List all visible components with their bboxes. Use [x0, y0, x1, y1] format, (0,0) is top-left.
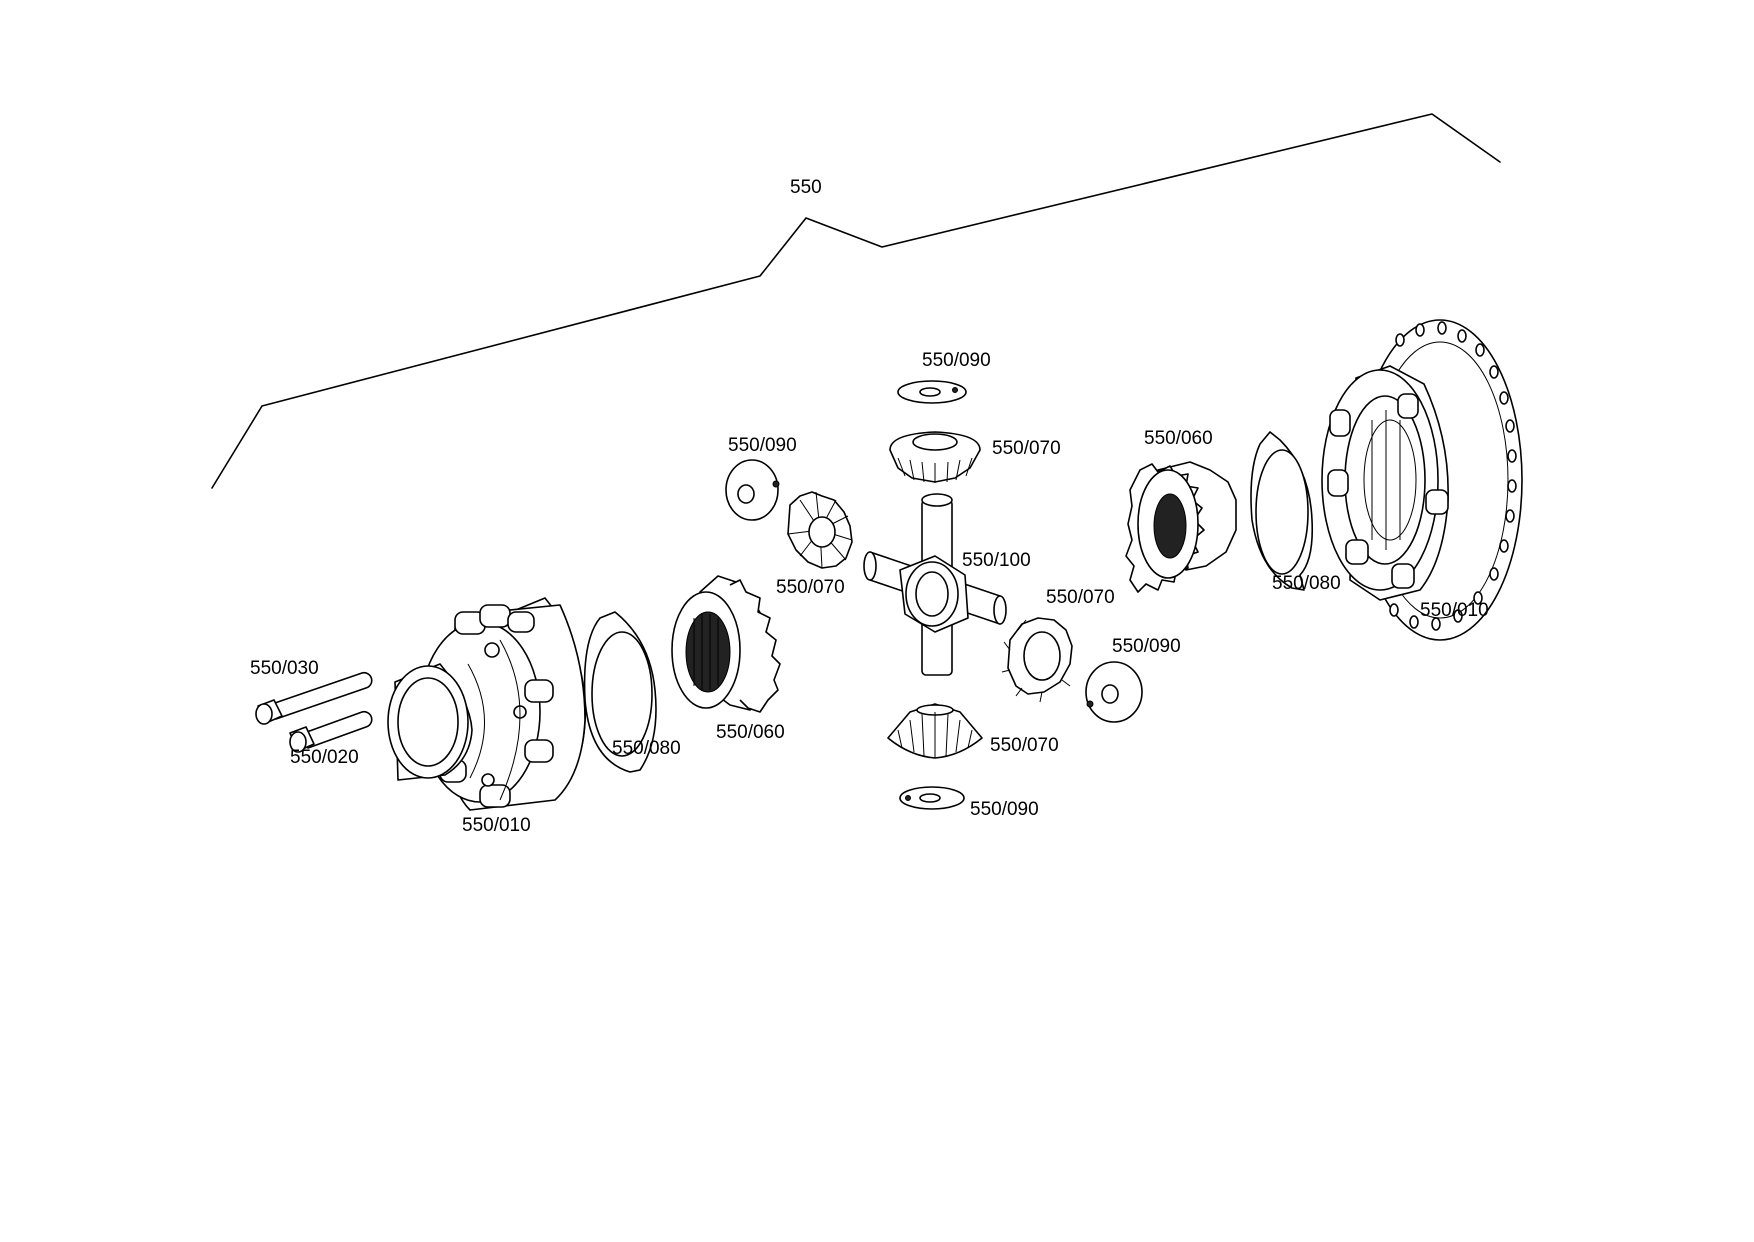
screw-550-020 — [289, 710, 373, 753]
label-550-020: 550/020 — [290, 747, 359, 768]
label-550-070-right: 550/070 — [1046, 587, 1115, 608]
pinion-right-550-070 — [1001, 617, 1073, 703]
label-550-030: 550/030 — [250, 658, 319, 679]
label-550-080-right: 550/080 — [1272, 573, 1341, 594]
washer-right-550-090 — [1085, 661, 1143, 723]
label-550-070-bottom: 550/070 — [990, 735, 1059, 756]
pinion-left-550-070 — [787, 491, 853, 569]
housing-left-550-010 — [387, 597, 587, 811]
label-assembly-550: 550 — [790, 177, 822, 198]
label-550-090-bottom: 550/090 — [970, 799, 1039, 820]
label-550-070-top: 550/070 — [992, 438, 1061, 459]
washer-top-550-090 — [897, 380, 967, 404]
shim-left-550-080 — [583, 611, 657, 773]
shim-right-550-080 — [1250, 431, 1314, 591]
label-550-090-top: 550/090 — [922, 350, 991, 371]
label-550-060-left: 550/060 — [716, 722, 785, 743]
label-550-090-upper-left: 550/090 — [728, 435, 797, 456]
label-550-010-left: 550/010 — [462, 815, 531, 836]
spider-550-100 — [863, 493, 1007, 676]
pinion-top-550-070 — [889, 431, 981, 483]
side-gear-left-550-060 — [671, 575, 781, 713]
label-550-060-right: 550/060 — [1144, 428, 1213, 449]
label-550-070-left: 550/070 — [776, 577, 845, 598]
washer-upper-left-550-090 — [725, 459, 780, 521]
pinion-bottom-550-070 — [887, 703, 983, 759]
label-550-080-left: 550/080 — [612, 738, 681, 759]
flange-bolt-holes — [1389, 321, 1517, 631]
label-550-010-right: 550/010 — [1420, 600, 1489, 621]
side-gear-right-550-060 — [1125, 461, 1237, 593]
washer-bottom-550-090 — [899, 786, 965, 810]
label-550-090-right: 550/090 — [1112, 636, 1181, 657]
screw-550-030 — [255, 671, 373, 725]
assembly-bracket — [211, 113, 1501, 489]
housing-right-550-010 — [1321, 319, 1523, 641]
label-550-100: 550/100 — [962, 550, 1031, 571]
